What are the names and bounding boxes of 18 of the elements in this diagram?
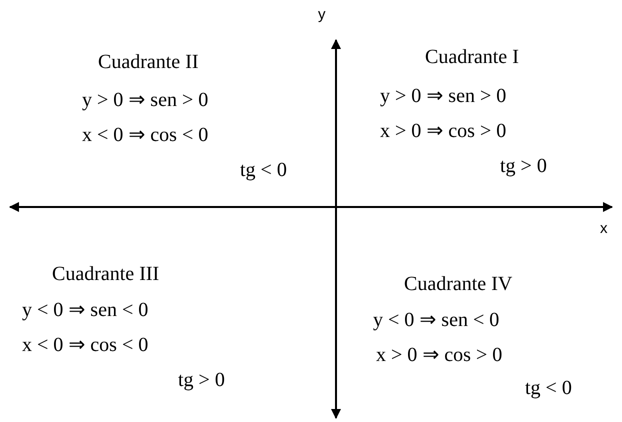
inequality-text: x > 0 ⇒ cos > 0 — [380, 119, 506, 143]
inequality-text: x < 0 ⇒ cos < 0 — [22, 333, 148, 357]
inequality-text: x < 0 ⇒ cos < 0 — [82, 123, 208, 147]
inequality-text: y > 0 ⇒ sen > 0 — [82, 88, 208, 112]
inequality-text: y < 0 ⇒ sen < 0 — [22, 298, 148, 322]
axis-label: x — [600, 220, 608, 238]
inequality-text: y < 0 ⇒ sen < 0 — [373, 308, 500, 332]
quadrant-heading: Cuadrante II — [98, 50, 199, 74]
quadrant-heading: Cuadrante III — [52, 262, 160, 286]
quadrant-heading: Cuadrante IV — [404, 272, 512, 296]
axis-label: y — [318, 6, 326, 24]
inequality-text: tg > 0 — [178, 368, 225, 392]
inequality-text: tg > 0 — [500, 154, 547, 178]
inequality-text: x > 0 ⇒ cos > 0 — [376, 343, 502, 367]
inequality-text: tg < 0 — [240, 158, 287, 182]
inequality-text: y > 0 ⇒ sen > 0 — [380, 84, 506, 108]
inequality-text: tg < 0 — [525, 376, 572, 400]
quadrant-heading: Cuadrante I — [425, 45, 519, 69]
